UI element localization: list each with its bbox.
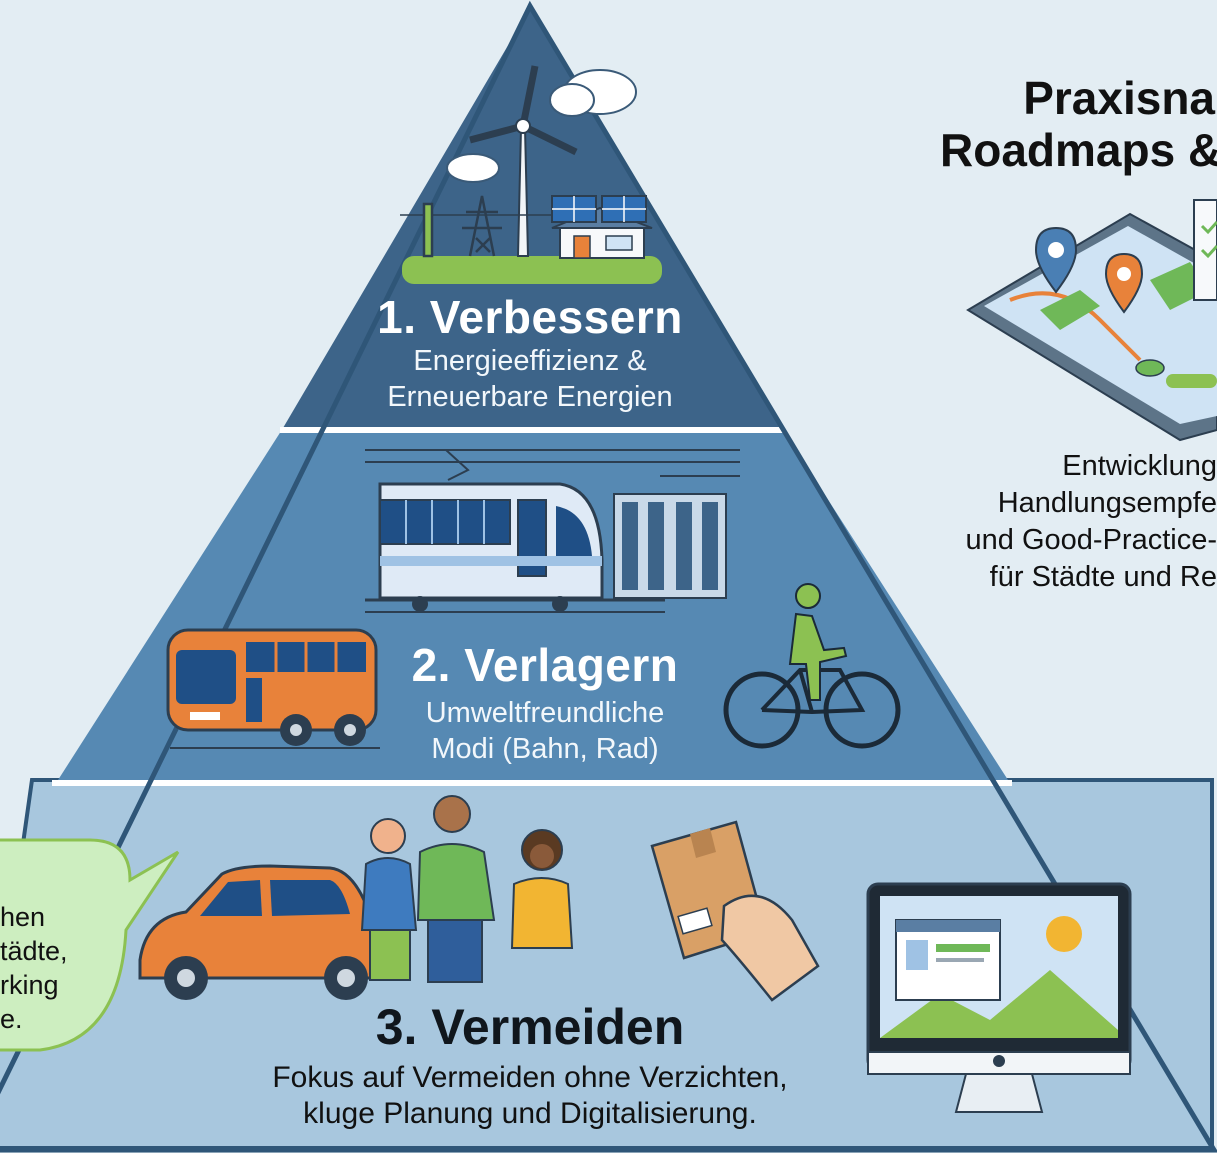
right-panel-desc-line2: Handlungsempfe — [997, 487, 1217, 519]
cloud-icon — [446, 69, 637, 183]
right-panel-title-line2: Roadmaps & — [940, 124, 1217, 176]
right-panel-desc-line3: und Good-Practice- — [965, 524, 1217, 556]
right-panel-desc-line4: für Städte und Re — [989, 561, 1217, 593]
tier-3-subtitle-line1: Fokus auf Vermeiden ohne Verzichten, — [272, 1061, 788, 1094]
tier-3-subtitle-line2: kluge Planung und Digitalisierung. — [303, 1097, 757, 1130]
right-panel-title-line1: Praxisna — [1023, 72, 1215, 124]
speech-bubble — [0, 838, 180, 1052]
bus-icon — [166, 628, 380, 749]
tier-2-subtitle-line2: Modi (Bahn, Rad) — [431, 733, 659, 765]
people-group-icon — [360, 795, 574, 983]
wind-turbine-icon — [469, 65, 578, 257]
tier-1-title: 1. Verbessern — [377, 291, 683, 343]
pyramid-tier-1-bg — [283, 8, 782, 428]
solar-house-icon — [551, 195, 653, 259]
speech-bubble-line3: rking — [0, 970, 59, 1000]
car-icon — [138, 864, 403, 1000]
renewable-energy-illustration — [400, 65, 662, 284]
speech-bubble-line4: e. — [0, 1004, 23, 1034]
city-buildings-icon — [613, 475, 740, 599]
tier-1-subtitle-line1: Energieeffizienz & — [413, 345, 647, 377]
tier-1-subtitle-line2: Erneuerbare Energien — [387, 381, 673, 413]
speech-bubble-line1: hen — [0, 902, 46, 932]
tier-3-title: 3. Vermeiden — [375, 999, 685, 1055]
cyclist-icon — [723, 583, 901, 749]
right-panel-desc-line1: Entwicklung — [1062, 450, 1217, 482]
tier-2-subtitle-line1: Umweltfreundliche — [425, 697, 665, 729]
tier-2-title: 2. Verlagern — [411, 639, 679, 691]
roadmap-tablet-icon — [966, 199, 1217, 442]
speech-bubble-line2: tädte, — [0, 936, 68, 966]
computer-monitor-icon — [866, 882, 1132, 1113]
tram-icon — [365, 449, 740, 613]
power-pylon-icon — [400, 195, 560, 258]
package-hand-icon — [650, 820, 820, 1002]
